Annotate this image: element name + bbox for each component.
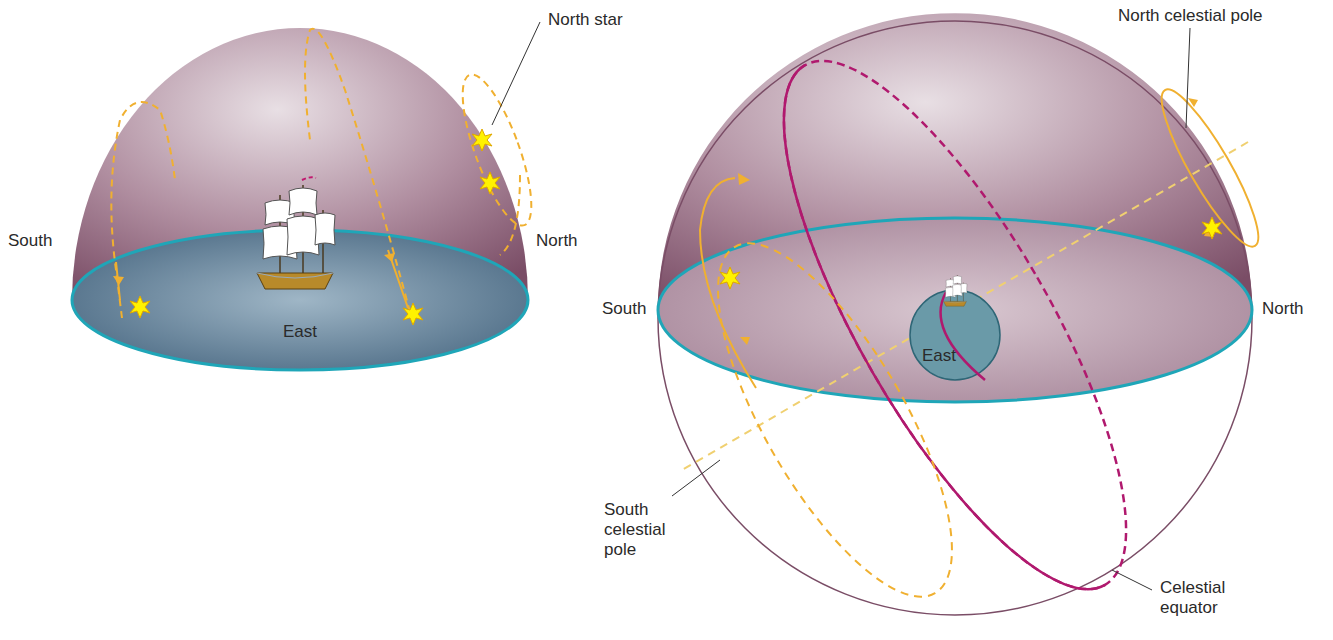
direction-label: East	[283, 322, 317, 342]
pole-label: North celestial pole	[1118, 6, 1263, 26]
direction-label: South	[8, 231, 52, 251]
celestial-equator	[723, 18, 1188, 633]
star-trails	[111, 29, 545, 318]
pole-label: South celestial pole	[604, 500, 676, 560]
direction-label: North	[1262, 299, 1304, 319]
ship	[257, 185, 335, 289]
equator-label: Celestial equator	[1160, 578, 1240, 618]
direction-label: South	[602, 299, 646, 319]
leader-line	[1186, 28, 1190, 128]
star-trails	[674, 80, 1272, 628]
leader-line	[1112, 570, 1152, 590]
direction-label: North	[536, 231, 578, 251]
leader-line	[492, 22, 540, 125]
star-label: North star	[548, 10, 623, 30]
polar-axis	[682, 142, 1248, 470]
direction-label: East	[922, 346, 956, 366]
leader-line	[672, 460, 720, 496]
